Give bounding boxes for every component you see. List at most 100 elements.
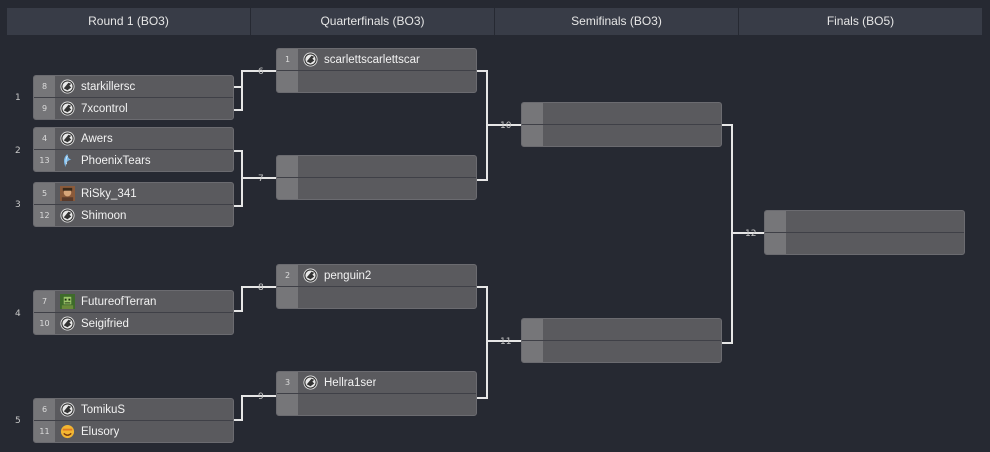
- player-name: Seigifried: [81, 317, 129, 330]
- player-name: TomikuS: [81, 403, 126, 416]
- row-label: 3: [15, 200, 21, 210]
- row-label: 5: [15, 416, 21, 426]
- phoenix-icon: [60, 153, 75, 168]
- player-name: penguin2: [324, 269, 372, 282]
- row-label: 1: [15, 93, 21, 103]
- terran-icon: [60, 208, 75, 223]
- player-slot[interactable]: 3 Hellra1ser: [277, 372, 476, 394]
- seed-number: [522, 319, 543, 340]
- player-slot-empty[interactable]: [277, 287, 476, 308]
- match-r1-1[interactable]: 8 starkillersc 9 7xcontrol: [33, 75, 234, 120]
- row-label: 2: [15, 146, 21, 156]
- player-name: 7xcontrol: [81, 102, 128, 115]
- bracket-connector: [486, 340, 521, 342]
- seed-number: 4: [34, 128, 55, 149]
- seed-number: [277, 178, 298, 199]
- seed-number: [277, 156, 298, 177]
- player-slot[interactable]: 8 starkillersc: [34, 76, 233, 98]
- player-name: Hellra1ser: [324, 376, 377, 389]
- seed-number: 10: [34, 313, 55, 334]
- player-slot-empty[interactable]: [765, 233, 964, 254]
- match-number: 7: [258, 174, 264, 184]
- round-header-finals: Finals (BO5): [739, 8, 983, 35]
- bracket-connector: [731, 232, 764, 234]
- match-final[interactable]: [764, 210, 965, 255]
- seed-number: [277, 71, 298, 92]
- player-name: FutureofTerran: [81, 295, 157, 308]
- seed-number: 13: [34, 150, 55, 171]
- pixel-portrait-icon: [60, 294, 75, 309]
- player-slot[interactable]: 10 Seigifried: [34, 313, 233, 334]
- terran-icon: [60, 131, 75, 146]
- player-name: Shimoon: [81, 209, 127, 222]
- player-slot-empty[interactable]: [277, 178, 476, 199]
- seed-number: 3: [277, 372, 298, 393]
- player-slot-empty[interactable]: [277, 156, 476, 178]
- bracket-connector: [722, 124, 733, 344]
- seed-number: 11: [34, 421, 55, 442]
- match-number: 10: [500, 121, 512, 131]
- match-number: 11: [500, 337, 512, 347]
- seed-number: 9: [34, 98, 55, 119]
- bracket-connector: [234, 70, 243, 86]
- seed-number: [277, 394, 298, 415]
- player-name: PhoenixTears: [81, 154, 151, 167]
- match-number: 6: [258, 67, 264, 77]
- player-slot-empty[interactable]: [522, 341, 721, 362]
- match-number: 8: [258, 283, 264, 293]
- player-slot-empty[interactable]: [277, 71, 476, 92]
- seed-number: [522, 341, 543, 362]
- player-name: scarlettscarlettscar: [324, 53, 420, 66]
- seed-number: [765, 211, 786, 232]
- bracket-connector: [234, 86, 243, 111]
- match-qf-2[interactable]: [276, 155, 477, 200]
- seed-number: 5: [34, 183, 55, 204]
- seed-number: [765, 233, 786, 254]
- player-slot[interactable]: 9 7xcontrol: [34, 98, 233, 119]
- player-slot-empty[interactable]: [522, 319, 721, 341]
- match-sf-2[interactable]: [521, 318, 722, 363]
- seed-number: 8: [34, 76, 55, 97]
- player-slot-empty[interactable]: [277, 394, 476, 415]
- seed-number: [522, 125, 543, 146]
- emoji-icon: [60, 424, 75, 439]
- bracket-connector: [241, 395, 276, 397]
- player-slot-empty[interactable]: [522, 103, 721, 125]
- bracket-connector: [241, 177, 276, 179]
- player-name: Awers: [81, 132, 113, 145]
- terran-icon: [303, 52, 318, 67]
- match-number: 12: [745, 229, 757, 239]
- player-slot[interactable]: 13 PhoenixTears: [34, 150, 233, 171]
- round-header-semifinals: Semifinals (BO3): [495, 8, 739, 35]
- match-qf-4[interactable]: 3 Hellra1ser: [276, 371, 477, 416]
- player-slot[interactable]: 4 Awers: [34, 128, 233, 150]
- bracket-connector: [241, 286, 276, 288]
- match-sf-1[interactable]: [521, 102, 722, 147]
- player-name: starkillersc: [81, 80, 136, 93]
- player-slot-empty[interactable]: [765, 211, 964, 233]
- terran-icon: [60, 101, 75, 116]
- bracket-connector: [477, 286, 488, 399]
- bracket-connector: [234, 395, 243, 421]
- match-r1-2[interactable]: 4 Awers 13 PhoenixTears: [33, 127, 234, 172]
- bracket-connector: [241, 70, 276, 72]
- player-slot-empty[interactable]: [522, 125, 721, 146]
- terran-icon: [60, 402, 75, 417]
- bracket-connector: [234, 286, 243, 312]
- terran-icon: [303, 375, 318, 390]
- seed-number: [277, 287, 298, 308]
- row-label: 4: [15, 309, 21, 319]
- round-header-quarterfinals: Quarterfinals (BO3): [251, 8, 495, 35]
